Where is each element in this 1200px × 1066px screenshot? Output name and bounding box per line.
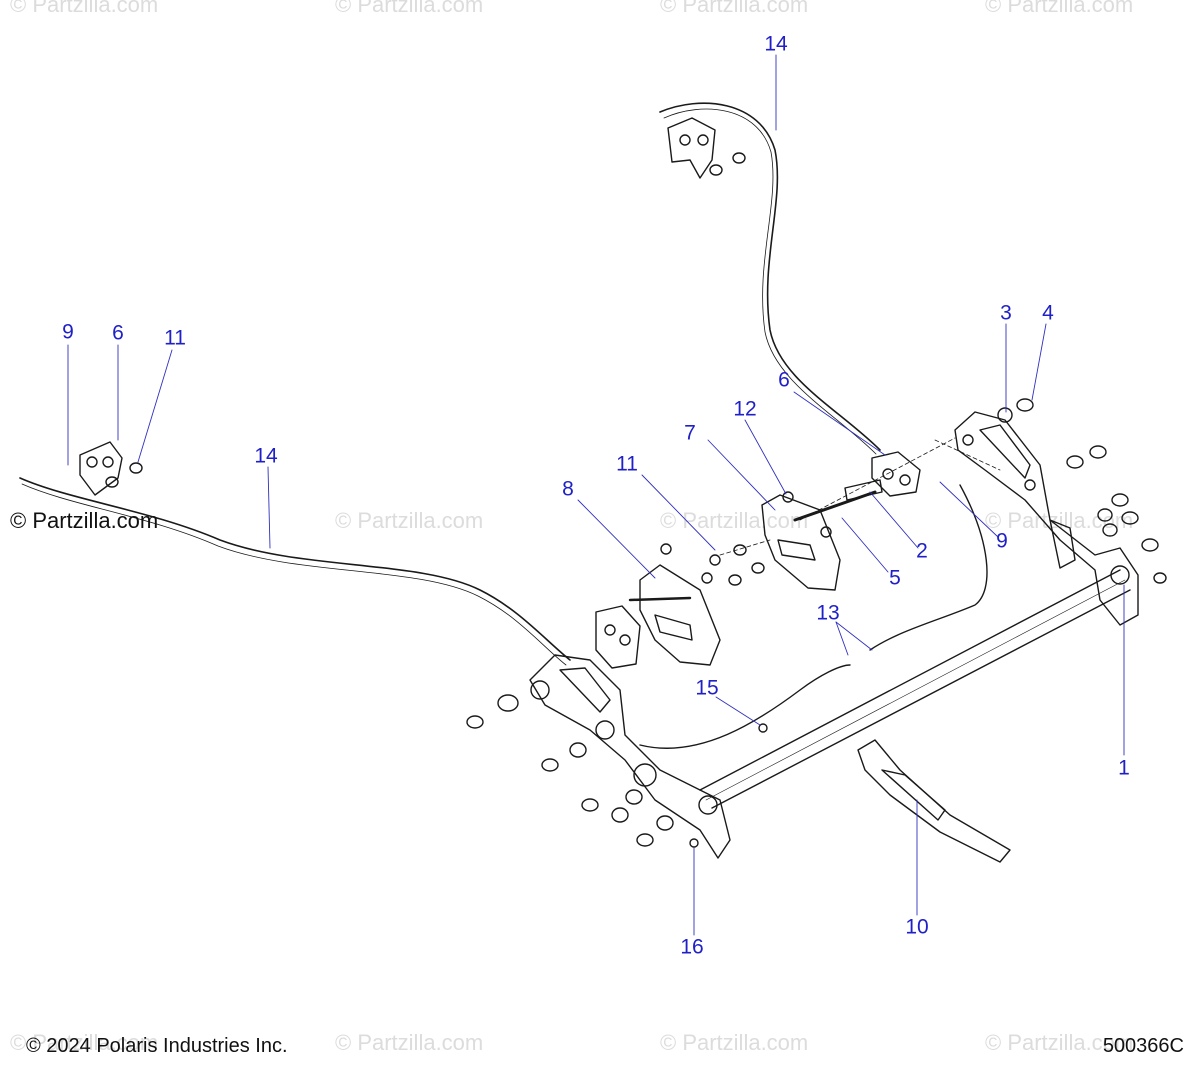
watermark: © Partzilla.com [985, 0, 1134, 17]
alignment-lines [719, 437, 1001, 556]
latch-top [667, 117, 716, 179]
hardware [105, 152, 1167, 848]
partzilla-brand-label: © Partzilla.com [10, 508, 159, 533]
seat-bracket-7 [761, 494, 841, 591]
callout-1: 1 [1118, 756, 1130, 780]
left-frame-bracket [529, 654, 731, 859]
callout-10: 10 [905, 915, 929, 939]
callout-11: 11 [164, 326, 186, 350]
watermark: © Partzilla.com [660, 508, 809, 533]
callout-15: 15 [695, 676, 719, 700]
callout-8: 8 [562, 477, 574, 501]
watermark: © Partzilla.com [10, 1030, 159, 1055]
callout-16: 16 [680, 935, 704, 959]
callout-3: 3 [1000, 301, 1012, 325]
callout-9: 9 [996, 529, 1008, 553]
watermark: © Partzilla.com [335, 1030, 484, 1055]
callout-7: 7 [684, 421, 696, 445]
latch-center [595, 605, 641, 669]
watermark: © Partzilla.com [660, 1030, 809, 1055]
watermark: © Partzilla.com [10, 0, 159, 17]
seat-brace [857, 739, 1011, 863]
right-frame-bracket [954, 411, 1139, 626]
callout-6: 6 [112, 321, 124, 345]
callout-13: 13 [816, 601, 840, 625]
callout-14: 14 [764, 32, 788, 56]
callout-14: 14 [254, 444, 278, 468]
copyright-text: © 2024 Polaris Industries Inc. [26, 1035, 288, 1057]
diagram-id: 500366C [1102, 1035, 1184, 1057]
cable-14-left [19, 477, 571, 666]
callout-11: 11 [616, 452, 638, 476]
watermark: © Partzilla.com [335, 0, 484, 17]
cross-tube [699, 569, 1131, 809]
watermark: © Partzilla.com [335, 508, 484, 533]
latch-right [871, 451, 921, 497]
callout-5: 5 [889, 566, 901, 590]
callout-4: 4 [1042, 301, 1054, 325]
watermark: © Partzilla.com [985, 1030, 1134, 1055]
cable-14-top [659, 102, 881, 455]
callout-9: 9 [62, 320, 74, 344]
latch-left [79, 441, 123, 496]
watermark: © Partzilla.com [660, 0, 809, 17]
leader-lines [67, 54, 1125, 936]
cable-13 [639, 484, 988, 749]
callout-2: 2 [916, 539, 928, 563]
callout-12: 12 [733, 397, 757, 421]
seat-bracket-8 [628, 564, 721, 666]
callout-6: 6 [778, 368, 790, 392]
